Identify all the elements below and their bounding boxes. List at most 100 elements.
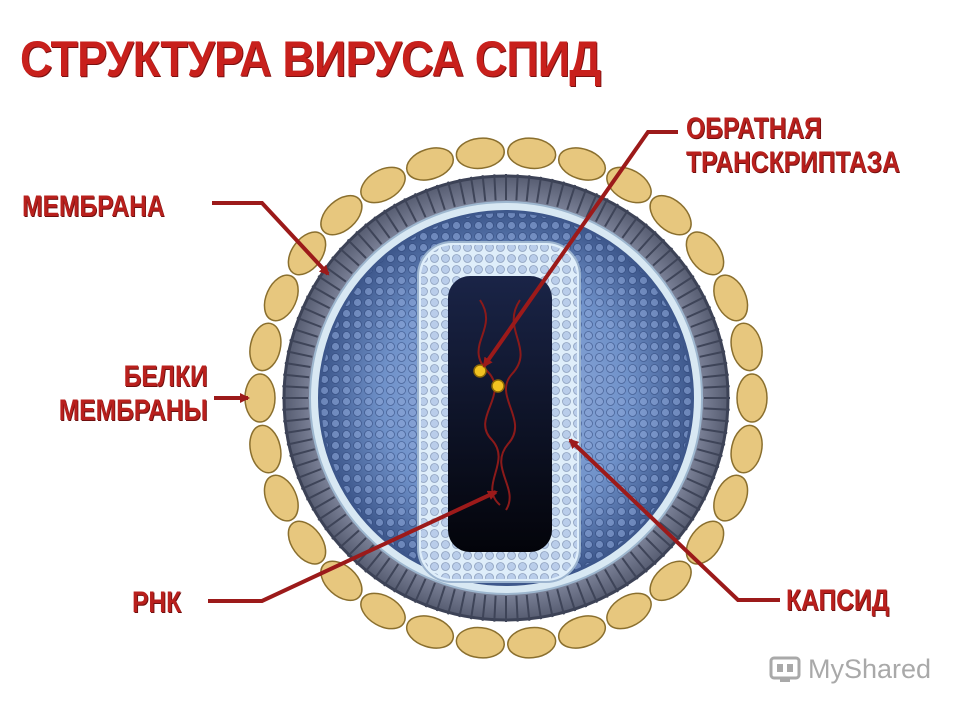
lipid-spike: [703, 385, 730, 389]
lipid-spike: [671, 275, 695, 292]
lipid-spike: [681, 487, 707, 501]
lipid-spike: [652, 529, 674, 549]
membrane-protein: [507, 626, 557, 659]
lipid-spike: [324, 513, 347, 531]
label-membrane: МЕМБРАНА: [22, 190, 165, 223]
lipid-spike: [576, 188, 588, 214]
lipid-spike: [403, 197, 417, 223]
lipid-spike: [493, 595, 497, 622]
lipid-spike: [331, 521, 353, 540]
lipid-spike: [435, 585, 446, 612]
membrane-protein: [713, 274, 749, 322]
membrane-protein: [249, 424, 282, 474]
lipid-spike: [283, 417, 310, 423]
lipid-spike: [292, 327, 319, 338]
lipid-spike: [481, 175, 487, 202]
lipid-spike: [346, 238, 367, 259]
lipid-spike: [637, 544, 657, 566]
lipid-spike: [317, 275, 341, 292]
lipid-spike: [659, 256, 681, 275]
reverse-transcriptase-molecules: [473, 364, 505, 393]
lipid-spike: [311, 285, 336, 300]
lipid-spike: [566, 184, 577, 211]
membrane-protein: [405, 615, 455, 649]
lipid-spike: [373, 557, 391, 580]
lipid-spike: [676, 285, 701, 300]
label-reverse-transcriptase: ОБРАТНАЯ ТРАНСКРИПТАЗА: [686, 112, 900, 180]
membrane-protein: [557, 615, 607, 649]
lipid-spike: [693, 327, 720, 338]
lipid-spike: [546, 591, 554, 618]
membrane-protein: [685, 520, 725, 565]
lipid-spike: [621, 557, 639, 580]
lipid-spike: [283, 373, 310, 379]
membrane-protein: [287, 520, 327, 565]
lipid-spike: [331, 256, 353, 275]
lipid-spike: [604, 203, 619, 228]
membrane-protein: [320, 194, 363, 236]
lipid-spike: [612, 209, 629, 233]
lipid-spike: [701, 362, 728, 368]
membrane-spikes: [282, 174, 730, 622]
lipid-spike: [403, 573, 417, 599]
lipid-spike: [612, 563, 629, 587]
lipid-spike: [286, 350, 313, 358]
lipid-spike: [424, 582, 436, 608]
lipid-spike: [576, 582, 588, 608]
membrane-arrow: [212, 201, 330, 276]
membrane-protein: [360, 166, 406, 204]
lipid-spike: [305, 295, 331, 309]
membrane-protein: [455, 626, 505, 659]
lipid-spike: [435, 184, 446, 211]
membrane-protein: [360, 592, 406, 630]
lipid-spike: [690, 316, 716, 328]
lipid-spike: [424, 188, 436, 214]
membrane-protein: [730, 424, 763, 474]
lipid-spike: [629, 223, 648, 245]
lipid-spike: [282, 407, 309, 411]
lipid-spike: [393, 568, 408, 593]
lipid-spike: [556, 589, 565, 615]
lipid-spike: [690, 468, 716, 480]
lipid-spike: [373, 216, 391, 239]
page-title: СТРУКТУРА ВИРУСА СПИД: [20, 31, 601, 87]
lipid-spike: [702, 373, 729, 379]
lipid-spike: [355, 230, 375, 252]
membrane-protein: [649, 560, 692, 602]
membrane-protein: [320, 560, 363, 602]
myshared-logo-icon: [769, 656, 801, 682]
lipid-spike: [676, 496, 701, 511]
lipid-spike: [665, 513, 688, 531]
lipid-spike: [447, 181, 456, 207]
lipid-spike: [413, 578, 427, 604]
lipid-spike: [604, 568, 619, 593]
lipid-spike: [556, 181, 565, 207]
label-membrane-proteins-line1: БЕЛКИ: [123, 360, 208, 393]
lipid-spike: [595, 573, 609, 599]
membrane-protein-ring: [244, 137, 768, 659]
lipid-spike: [536, 176, 542, 203]
lipid-spike: [282, 385, 309, 389]
lipid-spike: [364, 223, 383, 245]
lipid-spike: [652, 247, 674, 267]
lipid-spike: [383, 209, 400, 233]
rna-arrow: [208, 490, 498, 603]
lipid-spike: [470, 176, 476, 203]
lipid-spike: [305, 487, 331, 501]
lipid-spike: [525, 594, 531, 621]
lipid-spike: [645, 238, 666, 259]
lipid-spike: [289, 339, 315, 348]
lipid-spike: [697, 339, 723, 348]
lipid-spike: [621, 216, 639, 239]
lipid-spike: [702, 417, 729, 423]
lipid-spike: [681, 295, 707, 309]
lipid-spike: [338, 247, 360, 267]
reverse-transcriptase-arrow: [482, 130, 678, 368]
lipid-spike: [493, 174, 497, 201]
lipid-spike: [645, 537, 666, 558]
lipid-spike: [659, 521, 681, 540]
lipid-spike: [286, 438, 313, 446]
membrane-protein: [249, 322, 282, 372]
lipid-spike: [458, 591, 466, 618]
lipid-spike: [470, 593, 476, 620]
